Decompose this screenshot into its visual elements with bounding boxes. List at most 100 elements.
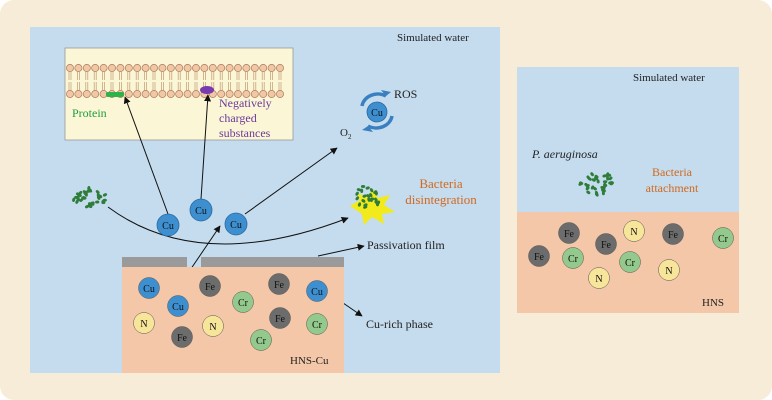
cu-rich-phase-label: Cu-rich phase <box>366 317 433 331</box>
lipid-head <box>183 90 192 98</box>
atom-fe-text: Fe <box>534 252 545 263</box>
lipid-head <box>82 90 91 98</box>
bacterium <box>592 186 597 191</box>
lipid-head <box>124 90 133 98</box>
lipid-head <box>234 90 242 98</box>
lipid-head <box>133 90 142 98</box>
negative-label-line2: charged <box>219 111 257 125</box>
lipid-layer-bottom <box>66 82 284 98</box>
atom-fe-text: Fe <box>275 314 286 325</box>
atom-cr <box>232 291 254 313</box>
atom-n <box>588 267 610 289</box>
atom-fe-text: Fe <box>564 229 575 240</box>
lipid-head <box>200 64 209 72</box>
lipid-head <box>242 90 251 98</box>
bacterium <box>586 175 591 180</box>
passivation-film-left <box>122 257 187 267</box>
bacterium <box>374 191 378 196</box>
bacteria-disintegration-line2: disintegration <box>405 192 477 207</box>
bacterium <box>362 194 367 198</box>
atom-n <box>202 315 224 337</box>
bacteria-disintegration-line1: Bacteria <box>419 176 463 191</box>
ros-cu-text: Cu <box>371 108 383 119</box>
bacterium <box>579 181 584 185</box>
bacterium <box>357 202 362 207</box>
lipid-head <box>183 64 192 72</box>
lipid-head <box>158 64 167 72</box>
atom-n-text: N <box>140 319 147 330</box>
bacterium <box>591 178 596 182</box>
ros-label: ROS <box>394 87 417 101</box>
atom-fe <box>199 275 221 297</box>
bacterium <box>102 193 108 197</box>
bacterium <box>596 179 600 184</box>
lipid-layer-top <box>66 64 284 80</box>
bacterium <box>585 184 590 188</box>
lipid-head <box>141 64 150 72</box>
atom-cr <box>619 251 641 273</box>
bacterium <box>361 199 366 203</box>
atom-fe-text: Fe <box>274 280 285 291</box>
bacterium <box>374 197 378 202</box>
bacterium <box>78 190 83 195</box>
bacterium <box>606 176 610 181</box>
cu-ion-text: Cu <box>162 221 174 232</box>
cell-membrane-inset: Protein Negatively charged substances <box>64 47 294 141</box>
atom-cu-text: Cu <box>172 302 184 313</box>
bacterium <box>85 204 90 209</box>
atom-n-text: N <box>665 266 672 277</box>
lipid-head <box>158 90 167 98</box>
passivation-film-label: Passivation film <box>367 238 445 252</box>
lipid-head <box>150 90 158 98</box>
lipid-head <box>166 64 175 72</box>
bacterium <box>83 191 88 196</box>
bacterium <box>95 190 100 194</box>
bacterium <box>367 197 371 202</box>
lipid-head <box>259 64 268 72</box>
bacterium <box>590 172 594 177</box>
bacterium <box>355 191 359 196</box>
bacteria-attachment-line2: attachment <box>646 181 699 195</box>
bacteria-cluster-disintegrating <box>355 184 381 209</box>
ros-cycle: Cu <box>360 90 394 132</box>
hns-label: HNS <box>702 297 724 309</box>
atom-fe <box>269 307 291 329</box>
atom-fe-text: Fe <box>177 333 188 344</box>
lipid-head <box>99 64 108 72</box>
lipid-head <box>150 64 158 72</box>
lipid-head <box>242 64 251 72</box>
o2-label: O2 <box>340 127 352 141</box>
atom-cu <box>167 295 189 317</box>
bacterium <box>602 180 608 184</box>
atom-fe <box>595 233 617 255</box>
lipid-head <box>250 64 259 72</box>
bacterium <box>602 174 607 178</box>
bacterium <box>369 197 375 201</box>
lipid-head <box>276 90 284 98</box>
bacteria-cluster-left <box>72 186 108 209</box>
bacterium <box>610 181 614 186</box>
bacterium <box>97 195 101 200</box>
lipid-head <box>82 64 91 72</box>
lipid-head <box>250 90 259 98</box>
bacterium <box>606 173 612 177</box>
lipid-head <box>166 90 175 98</box>
atom-fe <box>558 222 580 244</box>
bacterium <box>369 188 374 193</box>
passivation-film-right <box>201 257 344 267</box>
atom-cr <box>250 329 272 351</box>
right-water <box>517 67 739 212</box>
bacterium <box>601 190 605 196</box>
bacterium <box>81 196 86 200</box>
bacteria-attachment-line1: Bacteria <box>652 165 693 179</box>
bacterium <box>87 186 91 191</box>
lipid-head <box>74 90 83 98</box>
bacteria-burst <box>350 188 395 225</box>
lipid-head <box>108 64 116 72</box>
left-water-label: Simulated water <box>397 32 469 44</box>
bacterium <box>355 196 360 201</box>
cu-ion-text: Cu <box>195 206 207 217</box>
